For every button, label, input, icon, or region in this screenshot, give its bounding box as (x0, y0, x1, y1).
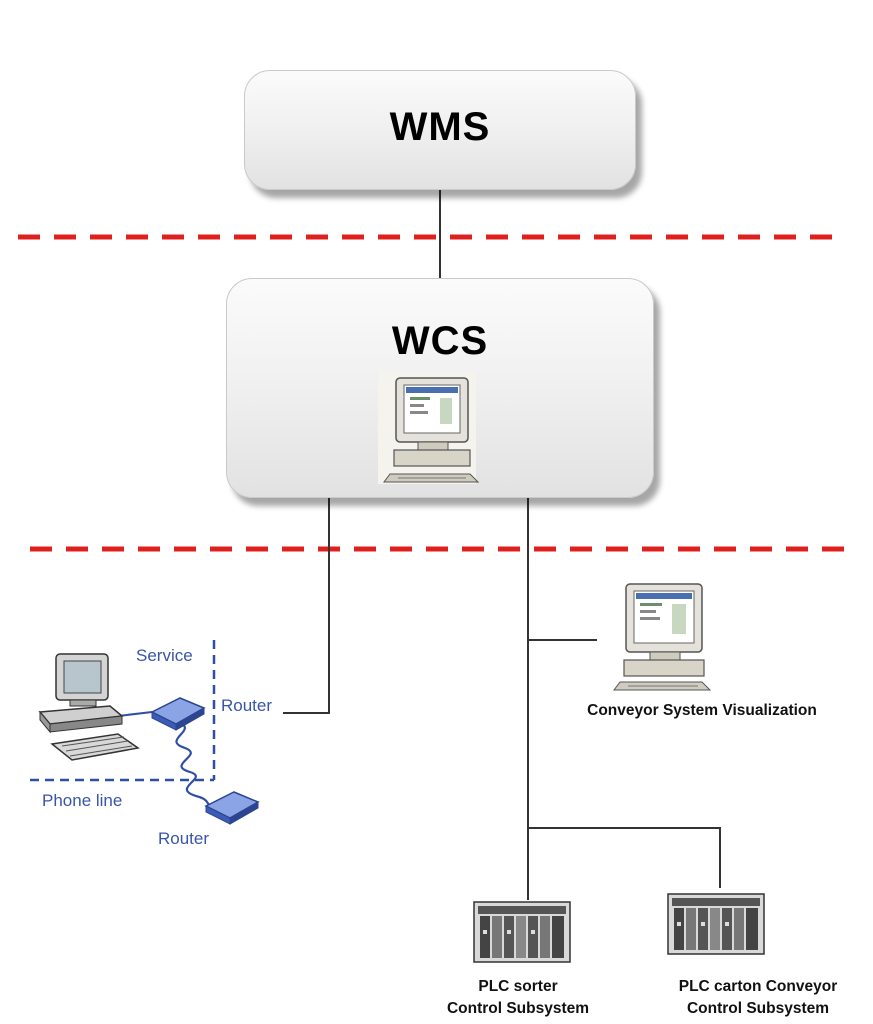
wms-box: WMS (244, 70, 636, 190)
plc-carton-icon (667, 893, 765, 955)
router-label-bottom: Router (158, 829, 210, 848)
plc-sorter-icon (473, 901, 571, 963)
service-label: Service (136, 646, 193, 665)
connector-wcs-router (283, 492, 330, 714)
router-top-icon (150, 697, 206, 731)
wcs-box: WCS (226, 278, 654, 498)
plc-sorter-label-line1: PLC sorter (478, 978, 558, 995)
plc-sorter-label: PLC sorter Control Subsystem (418, 976, 618, 1020)
plc-carton-label: PLC carton Conveyor Control Subsystem (646, 976, 870, 1020)
router-label-top: Router (221, 696, 273, 715)
plc-carton-label-line2: Control Subsystem (686, 1000, 830, 1017)
wcs-label: WCS (391, 319, 489, 363)
wms-label: WMS (389, 105, 491, 149)
connector-plc-carton (528, 827, 721, 888)
plc-sorter-label-line2: Control Subsystem (446, 1000, 590, 1017)
remote-computer-icon (38, 653, 140, 761)
visualization-label: Conveyor System Visualization (587, 702, 817, 719)
plc-carton-label-line1: PLC carton Conveyor (678, 978, 838, 995)
link-computer-router (117, 711, 153, 717)
phone-line-label: Phone line (42, 791, 123, 810)
phone-cable (175, 720, 215, 810)
visualization-workstation-icon (613, 583, 712, 691)
router-bottom-icon (204, 791, 260, 825)
